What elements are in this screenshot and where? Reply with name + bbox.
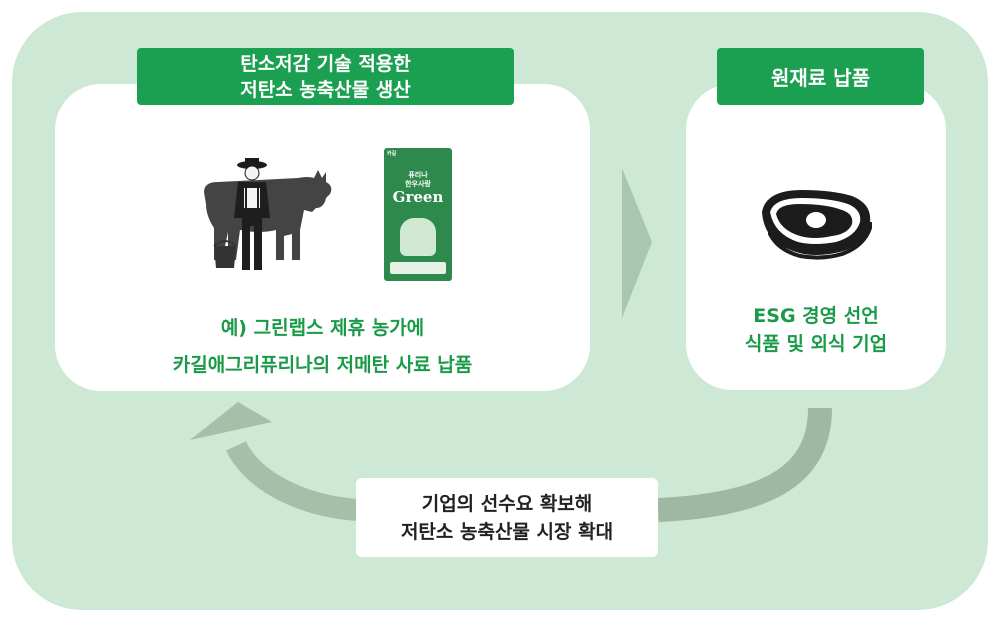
production-header-line2: 저탄소 농축산물 생산 (240, 78, 411, 101)
bucket-icon (213, 240, 237, 268)
farmer-icon (234, 158, 270, 270)
supply-header: 원재료 납품 (717, 48, 924, 105)
production-header-line1: 탄소저감 기술 적용한 (240, 52, 411, 75)
feed-bag-brand: 카길 (387, 151, 397, 157)
right-arrow-icon (622, 168, 652, 318)
feed-bag-name: Green (392, 188, 444, 206)
supply-caption: ESG 경영 선언 식품 및 외식 기업 (686, 302, 946, 358)
supply-caption-line2: 식품 및 외식 기업 (744, 333, 888, 355)
market-expansion-box: 기업의 선수요 확보해 저탄소 농축산물 시장 확대 (356, 478, 658, 557)
production-caption-line1: 예) 그린랩스 제휴 농가에 (220, 317, 425, 339)
production-card (55, 84, 590, 391)
meat-steak-icon (762, 190, 872, 260)
feed-bag-subtitle: 한우사랑 (405, 180, 431, 188)
feed-bag-cow-mascot (400, 218, 436, 256)
feed-bag-label-strip (390, 262, 446, 274)
feed-bag-icon: 카길 퓨리나 한우사랑 Green (384, 148, 452, 281)
feed-bag-small-title: 퓨리나 (408, 171, 428, 179)
farmer-cow-illustration (204, 158, 332, 270)
market-expansion-line1: 기업의 선수요 확보해 (421, 492, 593, 515)
production-header: 탄소저감 기술 적용한 저탄소 농축산물 생산 (137, 48, 514, 105)
return-arrow-icon (190, 402, 832, 522)
market-expansion-line2: 저탄소 농축산물 시장 확대 (400, 520, 614, 543)
supply-caption-line1: ESG 경영 선언 (753, 305, 879, 327)
production-caption-line2: 카길애그리퓨리나의 저메탄 사료 납품 (172, 354, 473, 376)
